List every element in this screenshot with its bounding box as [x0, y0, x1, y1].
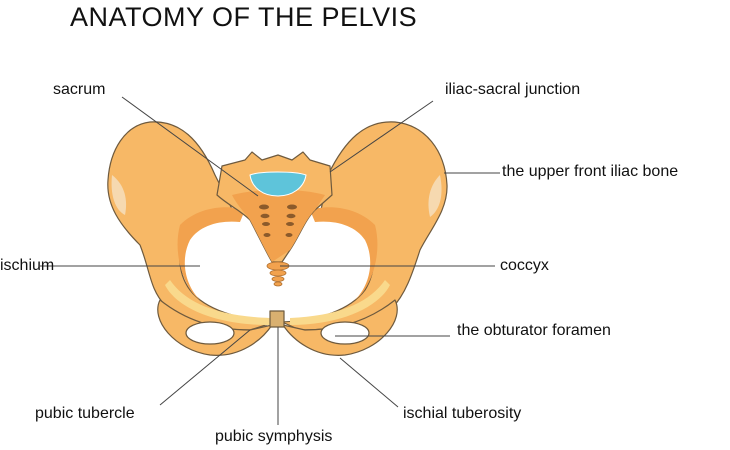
- sacral-disc: [249, 171, 307, 197]
- right-crest-highlight: [428, 175, 442, 217]
- left-crest-highlight: [111, 175, 127, 215]
- left-obturator-foramen: [185, 321, 235, 345]
- leader-ischial-tuberosity: [339, 357, 399, 408]
- label-sacrum: sacrum: [53, 81, 106, 98]
- leader-sacrum: [121, 96, 259, 197]
- sacral-foramina: [259, 204, 297, 237]
- label-pubic-symphysis: pubic symphysis: [215, 428, 333, 445]
- diagram-title: ANATOMY OF THE PELVIS: [70, 2, 418, 32]
- label-upper-front-iliac-bone: the upper front iliac bone: [502, 163, 679, 180]
- pubic-symphysis-shape: [269, 310, 285, 328]
- label-ischial-tuberosity: ischial tuberosity: [403, 405, 522, 422]
- label-pubic-tubercle: pubic tubercle: [35, 405, 135, 422]
- right-obturator-foramen: [320, 321, 370, 345]
- label-coccyx: coccyx: [500, 257, 549, 274]
- leader-lines: [40, 96, 500, 425]
- leader-pubic-tubercle: [159, 329, 251, 406]
- label-ischium: ischium: [0, 257, 55, 274]
- label-iliac-sacral-junction: iliac-sacral junction: [445, 81, 581, 98]
- label-obturator-foramen: the obturator foramen: [457, 322, 611, 339]
- leader-iliac-sacral-junction: [329, 100, 434, 173]
- coccyx-shape: [266, 261, 290, 287]
